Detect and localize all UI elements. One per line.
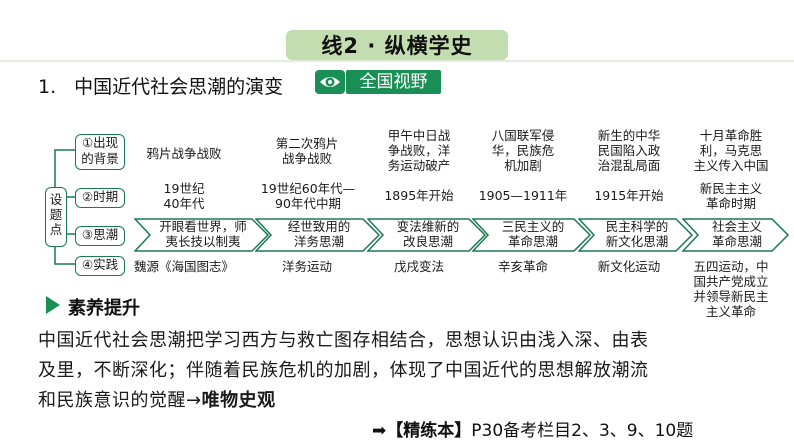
section-banner: 线2 · 纵横学史 xyxy=(286,30,508,60)
literacy-line-last: 和民族意识的觉醒→唯物史观 xyxy=(38,386,276,412)
page-heading: 1. 中国近代社会思潮的演变 xyxy=(38,72,283,99)
heading-title: 中国近代社会思潮的演变 xyxy=(74,76,284,98)
play-triangle-icon xyxy=(46,296,60,314)
thought-text: 社会主义 革命思潮 xyxy=(711,219,762,249)
thought-text: 三民主义的 革命思潮 xyxy=(501,219,565,249)
practice-cell: 辛亥革命 xyxy=(497,259,548,274)
arrow-right-bold-icon: ➡ xyxy=(372,421,387,441)
reference-text: P30备考栏目2、3、9、10题 xyxy=(471,421,694,441)
practice-cell: 新文化运动 xyxy=(597,259,661,274)
practice-cell: 戊戌变法 xyxy=(393,259,444,274)
scope-badge: 全国视野 xyxy=(346,70,441,94)
question-points-text: 设题点 xyxy=(49,192,63,237)
row-label-thought: ③思潮 xyxy=(75,226,125,246)
thought-arrow: 开眼看世界，师 夷长技以制夷 xyxy=(134,218,270,252)
thought-arrow: 经世致用的 洋务思潮 xyxy=(255,218,381,252)
row-label-background: ①出现的背景 xyxy=(75,134,125,170)
period-cell: 1915年开始 xyxy=(594,188,664,203)
literacy-line-text: 和民族意识的觉醒 xyxy=(38,390,186,411)
thought-text: 开眼看世界，师 夷长技以制夷 xyxy=(159,219,247,249)
thought-arrow: 社会主义 革命思潮 xyxy=(682,218,790,252)
thought-text: 经世致用的 洋务思潮 xyxy=(287,219,351,249)
practice-cell: 洋务运动 xyxy=(281,259,332,274)
practice-cell: 魏源《海国图志》 xyxy=(133,259,234,274)
thought-arrow: 民主科学的 新文化思潮 xyxy=(578,218,694,252)
period-cell: 新民主主义 革命时期 xyxy=(699,181,763,211)
background-cell: 八国联军侵 华，民族危 机加剧 xyxy=(491,128,555,173)
heading-number: 1. xyxy=(38,76,57,98)
literacy-conclusion: 唯物史观 xyxy=(201,390,276,411)
thought-arrow: 变法维新的 改良思潮 xyxy=(367,218,487,252)
practice-cell: 五四运动，中 国共产党成立 并领导新民主 主义革命 xyxy=(693,259,769,319)
arrow-right-icon: → xyxy=(186,390,202,411)
period-cell: 1905—1911年 xyxy=(478,188,568,203)
literacy-line: 及里，不断深化；伴随着民族危机的加剧，体现了中国近代的思想解放潮流 xyxy=(38,360,649,381)
background-cell: 第二次鸦片 战争战败 xyxy=(275,136,339,166)
period-cell: 1895年开始 xyxy=(384,188,454,203)
period-cell: 19世纪60年代— 90年代中期 xyxy=(260,181,356,211)
thought-arrow: 三民主义的 革命思潮 xyxy=(472,218,592,252)
literacy-title: 素养提升 xyxy=(68,298,140,319)
banner-underline xyxy=(0,60,794,62)
background-cell: 十月革命胜 利，马克思 主义传入中国 xyxy=(693,128,769,173)
background-cell: 鸦片战争战败 xyxy=(146,146,222,161)
background-cell: 甲午中日战 争战败，洋 务运动破产 xyxy=(387,128,451,173)
literacy-line: 中国近代社会思潮把学习西方与救亡图存相结合，思想认识由浅入深、由表 xyxy=(38,330,649,351)
reference-book: 【精练本】 xyxy=(386,421,472,441)
row-label-practice: ④实践 xyxy=(75,256,125,276)
row-label-period: ②时期 xyxy=(75,188,125,208)
period-cell: 19世纪 40年代 xyxy=(163,181,205,211)
practice-reference: ➡【精练本】P30备考栏目2、3、9、10题 xyxy=(372,416,693,441)
thought-text: 民主科学的 新文化思潮 xyxy=(605,219,669,249)
thought-text: 变法维新的 改良思潮 xyxy=(396,219,460,249)
question-points-label: 设题点 xyxy=(45,187,67,247)
eye-icon xyxy=(315,70,345,94)
background-cell: 新生的中华 民国陷入政 治混乱局面 xyxy=(597,128,661,173)
